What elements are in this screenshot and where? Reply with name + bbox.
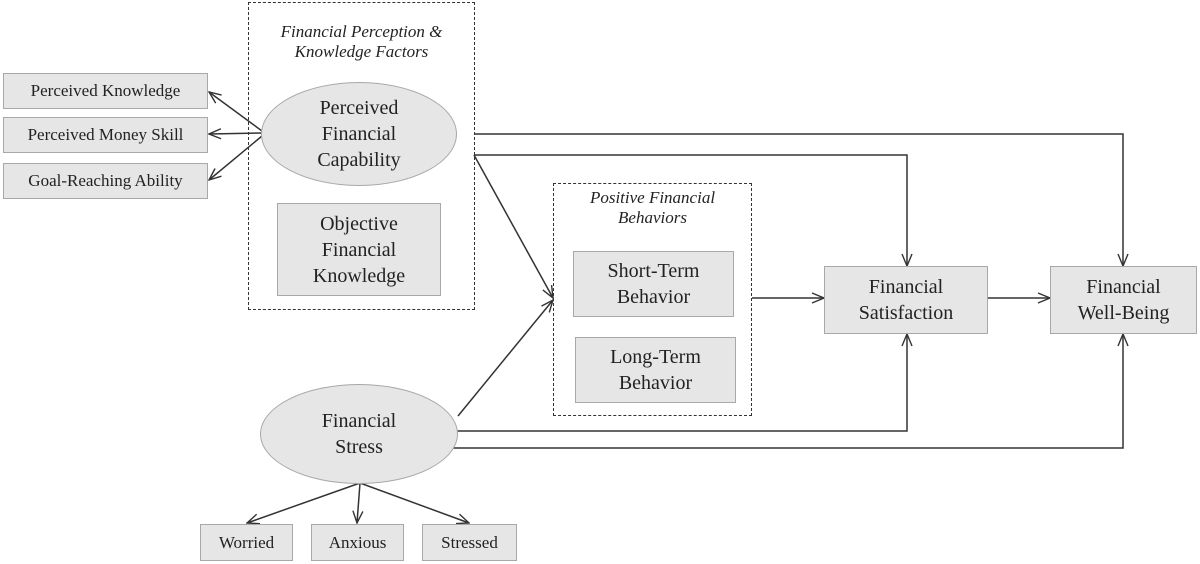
arrow-stress-to-satisfaction xyxy=(456,334,907,432)
perception-knowledge-group-title: Financial Perception & Knowledge Factors xyxy=(280,22,443,61)
arrow-capability-to-behaviors xyxy=(473,154,553,298)
arrow-capability-to-perceived-money-skill xyxy=(209,133,263,134)
indicator-worried: Worried xyxy=(200,524,293,561)
arrow-capability-to-perceived-knowledge xyxy=(209,92,263,132)
arrow-stress-to-behaviors xyxy=(457,300,553,417)
objective-financial-knowledge-node: Objective Financial Knowledge xyxy=(277,203,441,296)
long-term-behavior-node: Long-Term Behavior xyxy=(575,337,736,403)
indicator-perceived-money-skill: Perceived Money Skill xyxy=(3,117,208,153)
indicator-perceived-knowledge: Perceived Knowledge xyxy=(3,73,208,109)
positive-behaviors-group: Positive Financial Behaviors xyxy=(553,183,752,416)
financial-satisfaction-node: Financial Satisfaction xyxy=(824,266,988,334)
financial-well-being-node: Financial Well-Being xyxy=(1050,266,1197,334)
indicator-goal-reaching-ability: Goal-Reaching Ability xyxy=(3,163,208,199)
perceived-financial-capability-node: Perceived Financial Capability xyxy=(261,82,457,186)
arrow-capability-to-satisfaction xyxy=(474,154,907,266)
indicator-anxious: Anxious xyxy=(311,524,404,561)
arrow-capability-to-well-being xyxy=(474,133,1123,266)
arrow-capability-to-goal-reaching xyxy=(209,135,263,180)
arrow-stress-to-anxious xyxy=(357,482,360,523)
positive-behaviors-group-title: Positive Financial Behaviors xyxy=(589,188,716,227)
perception-knowledge-group: Financial Perception & Knowledge Factors xyxy=(248,2,475,310)
arrow-stress-to-stressed xyxy=(359,482,469,523)
financial-stress-node: Financial Stress xyxy=(260,384,458,484)
short-term-behavior-node: Short-Term Behavior xyxy=(573,251,734,317)
indicator-stressed: Stressed xyxy=(422,524,517,561)
arrow-stress-to-worried xyxy=(247,482,361,523)
arrow-stress-to-well-being xyxy=(452,334,1123,449)
